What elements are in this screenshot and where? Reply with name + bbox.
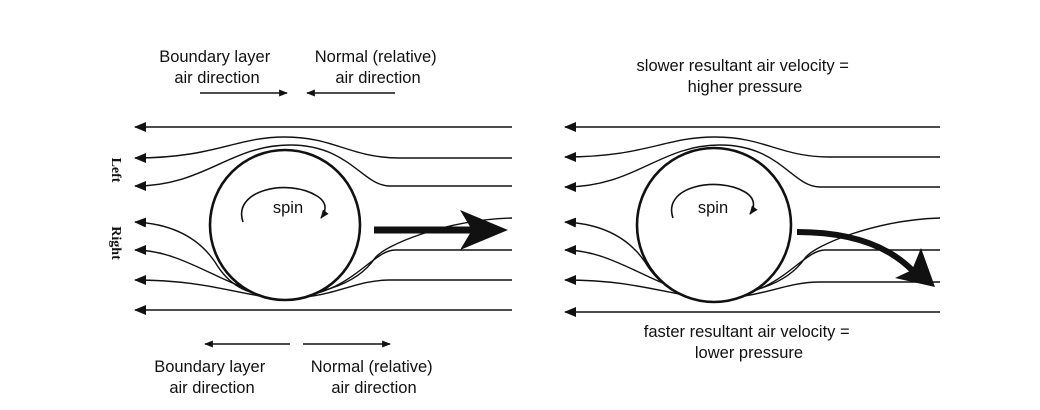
right-top-line-1: slower resultant air velocity = bbox=[637, 57, 849, 75]
left-top-normal-label: Normal (relative) air direction bbox=[315, 48, 442, 87]
left-bottom-normal-label: Normal (relative) air direction bbox=[311, 358, 438, 397]
right-spin-label: spin bbox=[698, 199, 728, 217]
right-panel: slower resultant air velocity = higher p… bbox=[564, 57, 941, 362]
right-bottom-line-2: lower pressure bbox=[695, 344, 803, 362]
right-streamline-3 bbox=[564, 144, 940, 192]
left-spinning-ball bbox=[208, 148, 362, 302]
right-top-label: slower resultant air velocity = higher p… bbox=[637, 57, 854, 96]
left-bottom-boundary-label: Boundary layer air direction bbox=[154, 358, 270, 397]
left-spin-arrow bbox=[240, 186, 329, 223]
left-streamline-3 bbox=[134, 144, 512, 191]
right-force-arrowhead bbox=[895, 248, 935, 287]
left-top-boundary-line-2: air direction bbox=[174, 69, 259, 87]
left-streamline-2 bbox=[134, 136, 512, 163]
left-top-normal-line-1: Normal (relative) bbox=[315, 48, 437, 66]
left-bottom-normal-line-2: air direction bbox=[331, 379, 416, 397]
right-bottom-line-1: faster resultant air velocity = bbox=[644, 323, 850, 341]
right-spinning-ball bbox=[635, 146, 793, 304]
left-spin-label: spin bbox=[273, 199, 303, 217]
right-streamline-2 bbox=[564, 136, 940, 162]
right-force-arrow bbox=[796, 229, 915, 273]
right-side-label: Right bbox=[108, 226, 123, 260]
right-top-line-2: higher pressure bbox=[688, 78, 803, 96]
right-bottom-label: faster resultant air velocity = lower pr… bbox=[644, 323, 854, 362]
left-bottom-normal-line-1: Normal (relative) bbox=[311, 358, 433, 376]
left-top-boundary-line-1: Boundary layer bbox=[159, 48, 270, 66]
left-force-arrowhead bbox=[460, 210, 508, 250]
right-spin-arrow bbox=[670, 183, 758, 219]
left-top-normal-line-2: air direction bbox=[335, 69, 420, 87]
left-side-label: Left bbox=[108, 158, 123, 183]
left-bottom-boundary-line-2: air direction bbox=[169, 379, 254, 397]
left-top-boundary-label: Boundary layer air direction bbox=[159, 48, 275, 87]
left-panel: Boundary layer air direction Normal (rel… bbox=[108, 48, 513, 397]
left-bottom-boundary-line-1: Boundary layer bbox=[154, 358, 265, 376]
